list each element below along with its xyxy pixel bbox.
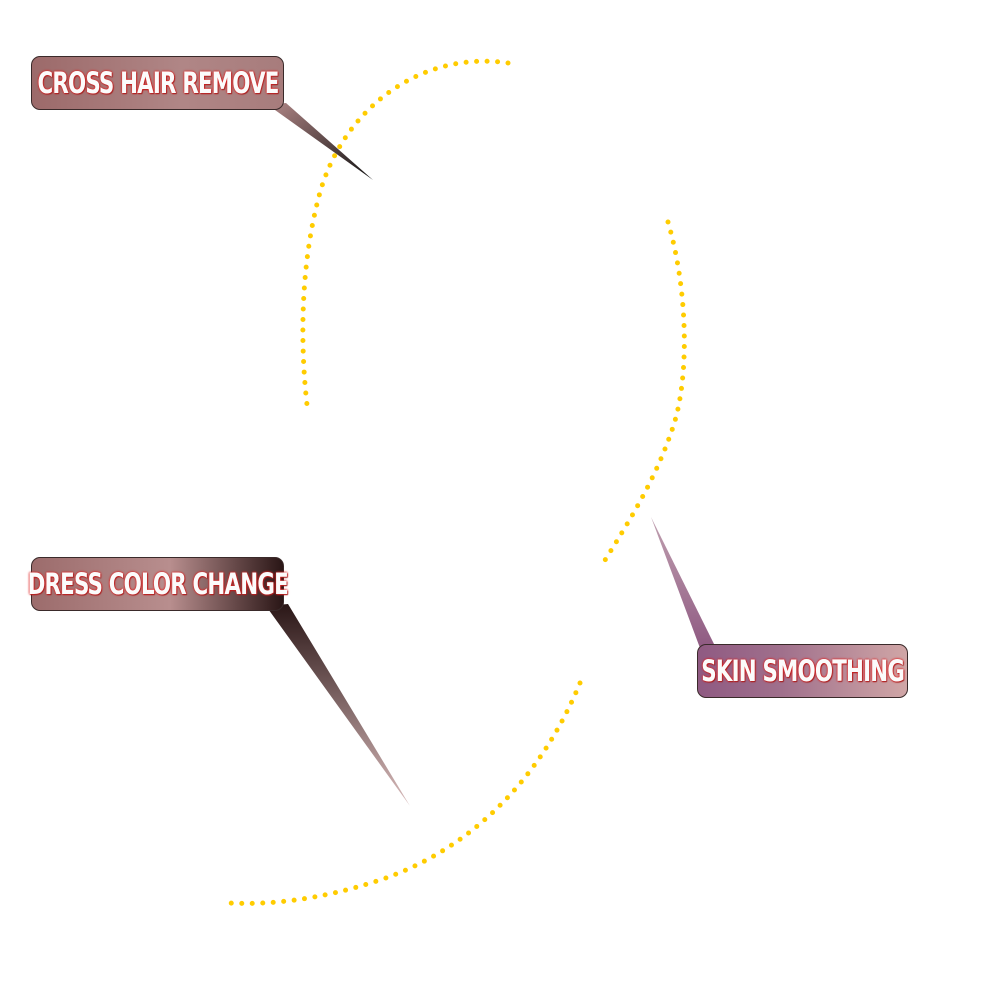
dotted-arc-hair — [300, 58, 511, 416]
pointer-skin-smoothing — [651, 517, 716, 648]
dotted-arc-dress — [225, 680, 583, 906]
callout-cross-hair-remove: CROSS HAIR REMOVE — [31, 56, 284, 110]
pointer-dress-color — [266, 604, 410, 806]
dotted-arc-face — [599, 219, 687, 568]
callout-skin-smoothing: SKIN SMOOTHING — [697, 644, 908, 698]
callout-dress-color-change: DRESS COLOR CHANGE — [27, 557, 288, 611]
pointer-cross-hair — [268, 103, 373, 180]
